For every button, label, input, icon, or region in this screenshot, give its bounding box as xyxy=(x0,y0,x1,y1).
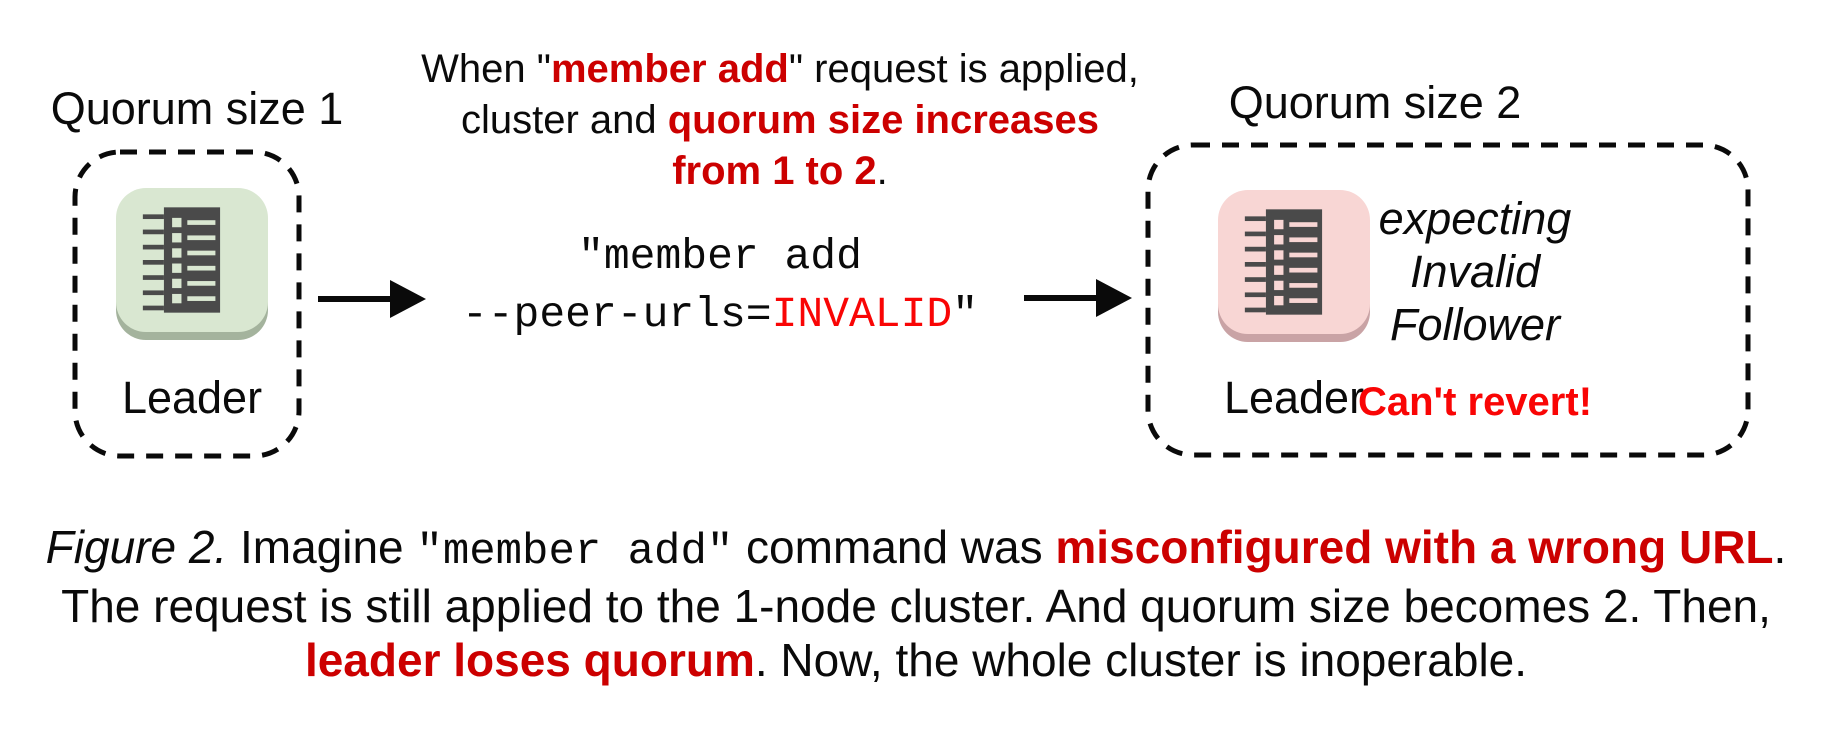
log-list-icon xyxy=(142,207,221,313)
expecting-line2: Invalid xyxy=(1409,246,1541,297)
note-line2-pre: cluster and xyxy=(460,98,668,142)
expecting-line1: expecting xyxy=(1378,193,1572,244)
command-line2-pre: --peer-urls= xyxy=(461,290,772,339)
transition-note: When "member add" request is applied, cl… xyxy=(390,44,1170,197)
command-line2-post: " xyxy=(952,290,979,339)
right-leader-label: Leader xyxy=(1223,372,1365,423)
note-line3-post: . xyxy=(876,149,888,193)
left-cluster-title: Quorum size 1 xyxy=(50,83,344,134)
caption-figure-label: Figure 2. xyxy=(45,521,228,573)
arrow-command-to-right xyxy=(1024,295,1098,301)
member-add-command: "member add --peer-urls=INVALID" xyxy=(420,228,1020,344)
caption-l3-a: . Now, the whole cluster is inoperable. xyxy=(754,634,1528,686)
caption-l1-a: Imagine xyxy=(227,521,417,573)
leader-node-tile-left xyxy=(116,188,268,332)
log-list-icon xyxy=(1244,209,1323,315)
caption-l1-code: "member add" xyxy=(416,527,734,577)
note-line1-highlight: member add xyxy=(550,47,789,91)
caption-l1-c: . xyxy=(1773,521,1787,573)
note-line2-highlight: quorum size increases xyxy=(667,98,1100,142)
leader-node-tile-right xyxy=(1218,190,1370,334)
note-line1-post: " request is applied, xyxy=(788,47,1139,91)
left-leader-label: Leader xyxy=(121,372,263,423)
expecting-line3: Follower xyxy=(1389,299,1561,350)
cant-revert-warning: Can't revert! xyxy=(1357,380,1593,424)
note-line3-highlight: from 1 to 2 xyxy=(672,149,877,193)
command-invalid-value: INVALID xyxy=(771,290,953,339)
caption-l2: The request is still applied to the 1-no… xyxy=(61,580,1771,632)
command-line1: "member add xyxy=(578,232,862,281)
note-line1-pre: When " xyxy=(421,47,551,91)
caption-l1-red: misconfigured with a wrong URL xyxy=(1055,521,1774,573)
arrow-left-head-icon xyxy=(390,280,426,318)
caption-l1-b: command was xyxy=(733,521,1056,573)
arrow-right-head-icon xyxy=(1096,279,1132,317)
expecting-invalid-follower-note: expecting Invalid Follower xyxy=(1330,192,1620,351)
left-cluster-dashed-border xyxy=(72,149,302,459)
caption-l3-red: leader loses quorum xyxy=(304,634,755,686)
arrow-left-to-command xyxy=(318,296,392,302)
right-cluster-title: Quorum size 2 xyxy=(1228,77,1522,128)
figure-caption: Figure 2. Imagine "member add" command w… xyxy=(0,520,1832,687)
